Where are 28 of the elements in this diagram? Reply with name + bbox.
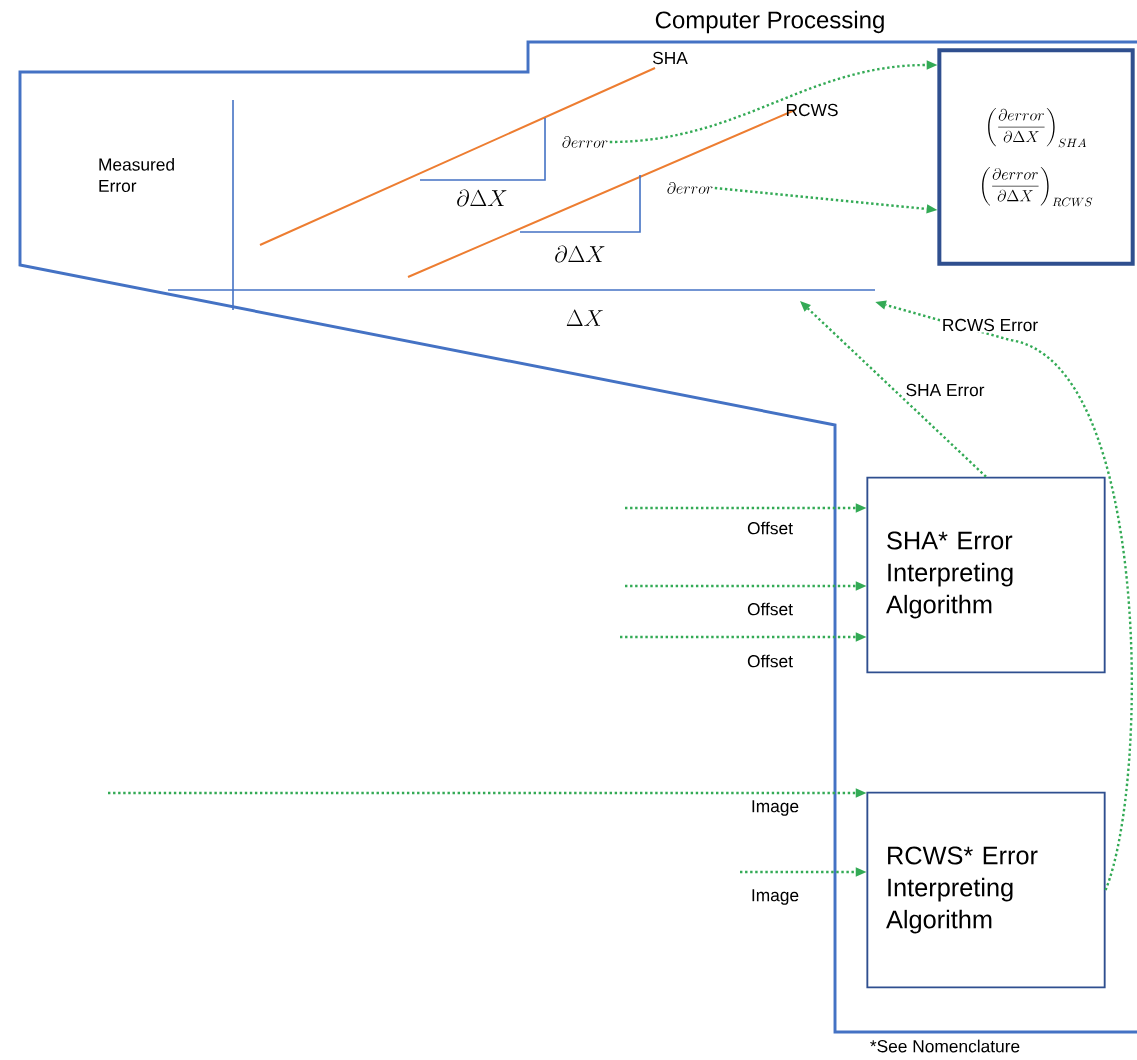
edge-label: Offset [745, 601, 795, 617]
arrow [875, 300, 1133, 891]
slope-label: $\partial error$ [667, 182, 713, 194]
algorithm-box: SHA* Error Interpreting Algorithm [866, 476, 1106, 674]
edge-label: Image [749, 798, 801, 818]
arrow [625, 503, 867, 513]
arrow [625, 581, 867, 591]
slope-label: $\partial\Delta X$ [555, 245, 605, 263]
algorithm-box: RCWS* Error Interpreting Algorithm [866, 791, 1106, 989]
arrow [609, 60, 938, 144]
edge-label: RCWS Error [940, 317, 1040, 333]
edge-label: Image [749, 887, 801, 907]
footnote: *See Nomenclature [870, 1039, 1020, 1053]
slope-label: $\partial error$ [562, 136, 608, 148]
edge-label: Offset [745, 653, 795, 669]
arrow [108, 788, 867, 798]
axis-label: Measured Error [99, 157, 174, 193]
line-label: RCWS [786, 103, 838, 117]
arrow [620, 632, 867, 642]
slope-label: $\partial\Delta X$ [457, 189, 507, 207]
arrow [800, 301, 987, 478]
line-label: SHA [653, 51, 688, 65]
edge-label: Offset [745, 520, 795, 536]
axis-label: $\Delta X$ [566, 309, 603, 326]
arrow [714, 186, 938, 214]
edge-label: SHA Error [904, 382, 986, 398]
result-box: $\left(\frac{\partial error}{\partial \Delta X}\right)_{SHA}$ $\left(\frac{\partial error}{\partial \Delta X}\right)_{RCWS}$ [937, 48, 1135, 266]
arrow [740, 867, 867, 877]
